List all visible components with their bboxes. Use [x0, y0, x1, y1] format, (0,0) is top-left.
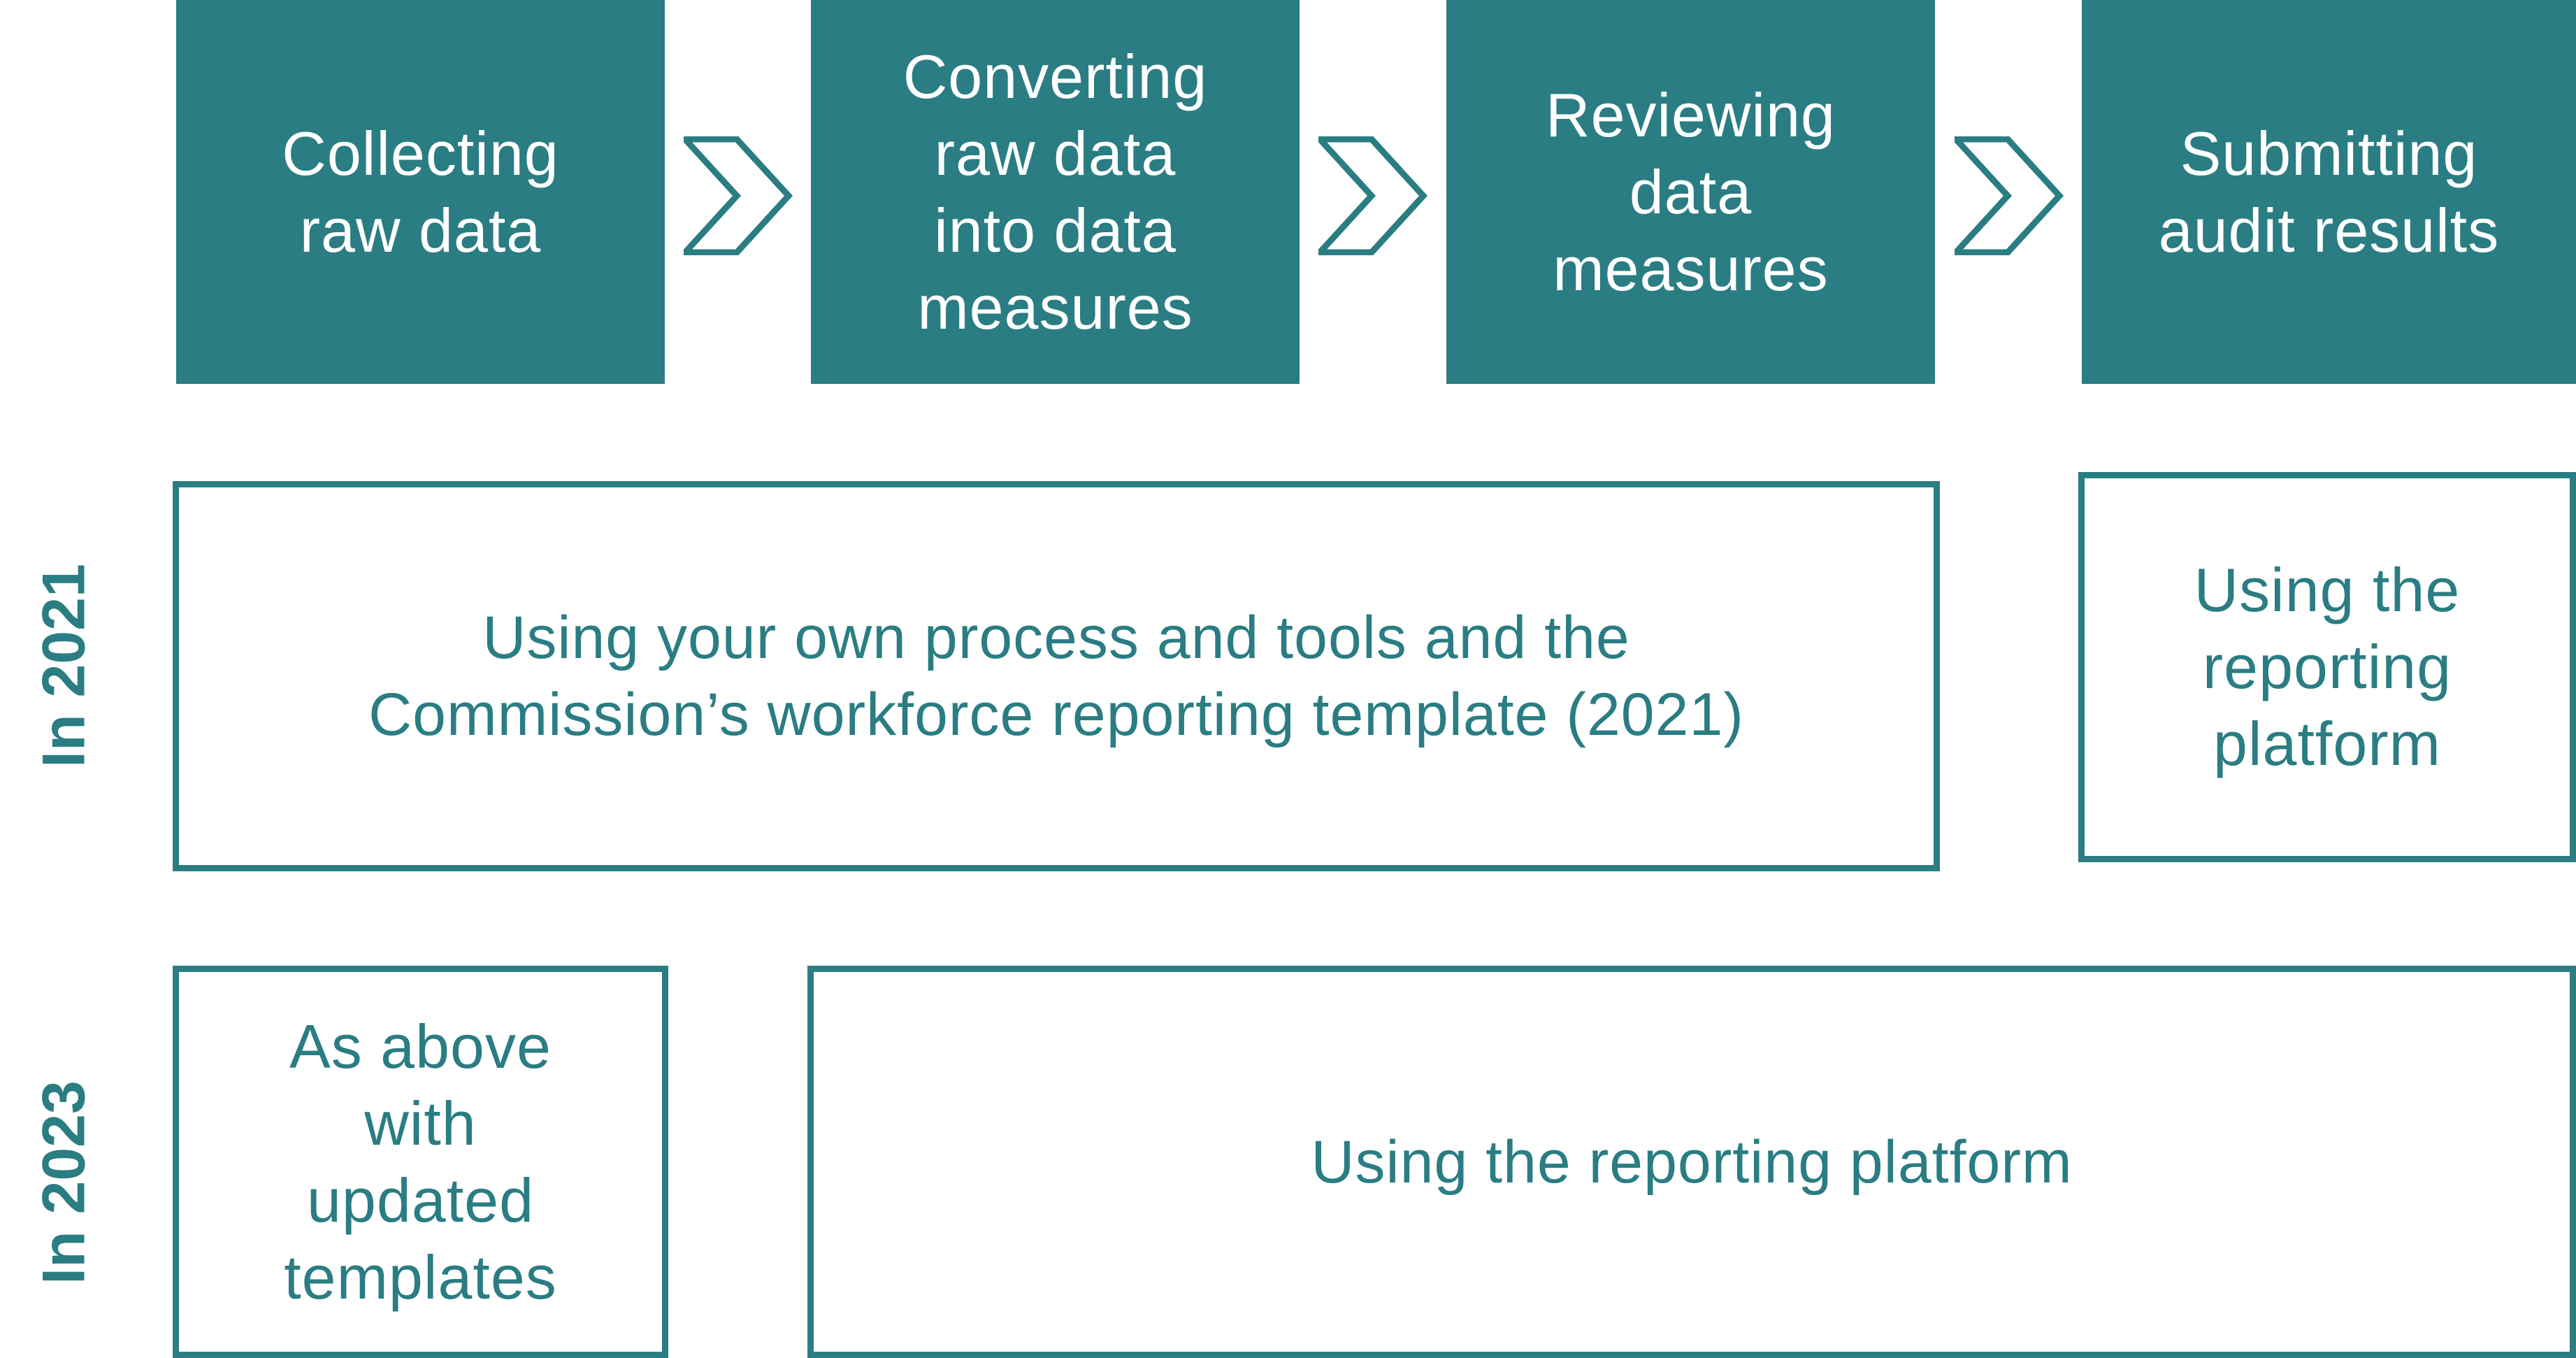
- box-label: Using the reporting platform: [1311, 1128, 2073, 1196]
- chevron-right-icon: [1955, 136, 2064, 255]
- stage-label: Submitting audit results: [2158, 118, 2500, 265]
- stage-label: Converting raw data into data measures: [902, 41, 1208, 342]
- chevron-right-icon: [684, 136, 793, 255]
- box-label: Using the reporting platform: [2194, 555, 2461, 778]
- chevron-right-icon: [1318, 136, 1428, 255]
- stage-reviewing-data-measures: Reviewing data measures: [1446, 0, 1935, 384]
- box-label: Using your own process and tools and the…: [368, 604, 1744, 748]
- stage-label: Collecting raw data: [282, 118, 559, 265]
- year-label-2021: In 2021: [30, 564, 98, 768]
- box-reporting-platform-2023: Using the reporting platform: [807, 966, 2576, 1358]
- box-label: As above with updated templates: [284, 1011, 557, 1312]
- box-own-process-and-template: Using your own process and tools and the…: [173, 481, 1940, 871]
- stage-converting-raw-data: Converting raw data into data measures: [811, 0, 1300, 384]
- year-label-2023: In 2023: [30, 1080, 98, 1285]
- stage-label: Reviewing data measures: [1546, 80, 1836, 303]
- stage-collecting-raw-data: Collecting raw data: [176, 0, 665, 384]
- box-updated-templates: As above with updated templates: [173, 966, 668, 1358]
- stage-submitting-audit-results: Submitting audit results: [2082, 0, 2576, 384]
- box-reporting-platform-2021: Using the reporting platform: [2078, 472, 2576, 862]
